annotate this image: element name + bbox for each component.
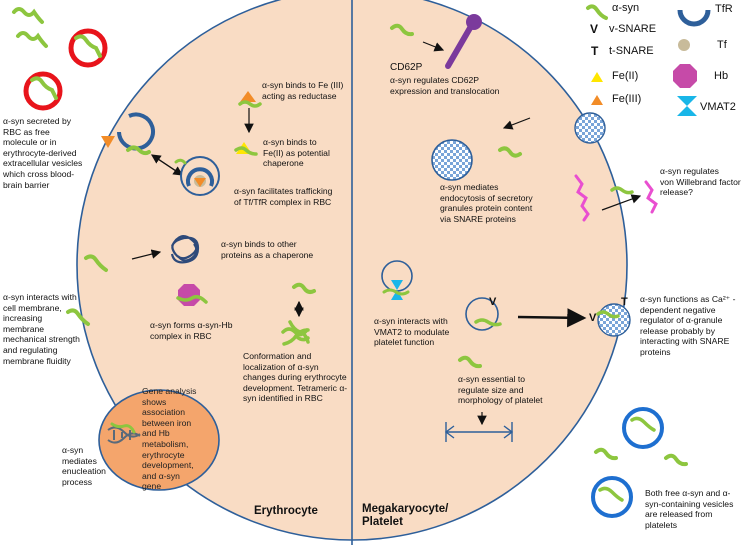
legend-asyn-icon bbox=[586, 4, 608, 20]
label-released: Both free α-syn and α- syn-containing ve… bbox=[645, 488, 734, 530]
asyn-icon bbox=[66, 308, 90, 326]
granule-icon bbox=[574, 112, 606, 144]
granule-icon bbox=[431, 139, 473, 181]
legend-tsnare-symbol: T bbox=[591, 44, 599, 58]
nucleus bbox=[98, 389, 220, 491]
label-cd62p: α-syn regulates CD62P expression and tra… bbox=[390, 75, 500, 96]
label-endocytosis: α-syn mediates endocytosis of secretory … bbox=[440, 182, 533, 224]
legend-fe2: Fe(II) bbox=[612, 70, 639, 82]
legend-fe3: Fe(III) bbox=[612, 93, 642, 105]
label-conformation: Conformation and localization of α-syn c… bbox=[243, 351, 348, 404]
tfr-icon bbox=[186, 167, 214, 187]
arrow bbox=[422, 41, 445, 52]
granule-vsnare-label: V bbox=[589, 312, 597, 324]
asyn-icon bbox=[74, 34, 102, 58]
no-sign-icon bbox=[23, 71, 63, 111]
label-cd62p-title: CD62P bbox=[390, 62, 423, 73]
asyn-icon bbox=[84, 254, 108, 272]
asyn-icon bbox=[12, 7, 44, 24]
asyn-icon bbox=[390, 23, 414, 37]
legend-asyn: α-syn bbox=[612, 2, 640, 14]
label-fe2: α-syn binds to Fe(II) as potential chape… bbox=[263, 137, 330, 169]
asyn-icon bbox=[110, 422, 136, 434]
label-trafficking: α-syn facilitates trafficking of Tf/TfR … bbox=[234, 186, 333, 207]
granule-tsnare-label: T bbox=[621, 296, 628, 308]
legend-tf: Tf bbox=[717, 39, 727, 51]
legend-tsnare: t-SNARE bbox=[609, 45, 654, 57]
released-vesicle-icon bbox=[591, 476, 633, 518]
label-calcium: α-syn functions as Ca²⁺ - dependent nega… bbox=[640, 294, 736, 357]
granule-icon bbox=[597, 303, 631, 337]
legend-fe2-icon bbox=[591, 72, 603, 82]
asyn-icon bbox=[234, 146, 258, 156]
asyn-icon bbox=[664, 453, 688, 467]
vwf-icon bbox=[574, 174, 658, 222]
arrow bbox=[517, 308, 587, 328]
asyn-icon bbox=[238, 100, 262, 108]
fe3-icon bbox=[240, 91, 256, 102]
asyn-icon bbox=[630, 416, 656, 432]
asyn-icon bbox=[126, 145, 151, 156]
label-hb: α-syn forms α-syn-Hb complex in RBC bbox=[150, 320, 233, 341]
legend-vsnare: v-SNARE bbox=[609, 23, 657, 35]
label-vmat2: α-syn interacts with VMAT2 to modulate p… bbox=[374, 316, 450, 348]
legend-tfr: TfR bbox=[715, 3, 733, 15]
arrow bbox=[151, 154, 183, 176]
legend-tf-icon bbox=[678, 39, 690, 51]
legend-vmat2: VMAT2 bbox=[700, 101, 736, 113]
label-membrane: α-syn interacts with cell membrane, incr… bbox=[3, 292, 80, 366]
tetramer-icon bbox=[281, 320, 310, 346]
legend-hb: Hb bbox=[714, 70, 729, 82]
label-gene: Gene analysis shows association between … bbox=[142, 386, 197, 492]
arrow bbox=[131, 249, 162, 260]
megakaryocyte-title: Megakaryocyte/ Platelet bbox=[362, 503, 449, 528]
granule-vsnare-label: V bbox=[489, 296, 497, 308]
legend-vsnare-symbol: V bbox=[590, 22, 599, 36]
legend-vmat2-icon bbox=[677, 106, 697, 116]
label-fe3: α-syn binds to Fe (III) acting as reduct… bbox=[262, 80, 344, 101]
asyn-icon bbox=[176, 294, 208, 304]
asyn-icon bbox=[16, 31, 48, 48]
label-secreted: α-syn secreted by RBC as free molecule o… bbox=[3, 116, 83, 190]
asyn-icon bbox=[382, 288, 410, 296]
asyn-icon bbox=[30, 76, 58, 100]
fe3-icon bbox=[194, 178, 206, 187]
label-vwf: α-syn regulates von Willebrand factor re… bbox=[660, 166, 741, 198]
arrow bbox=[502, 117, 531, 130]
cd62p-icon bbox=[445, 25, 473, 69]
no-sign-icon bbox=[68, 28, 108, 68]
asyn-icon bbox=[458, 355, 482, 369]
asyn-icon bbox=[596, 310, 620, 319]
tangled-protein-icon bbox=[170, 235, 200, 264]
released-vesicle-icon bbox=[622, 407, 664, 449]
legend-tfr-icon bbox=[677, 9, 711, 27]
legend-fe3-icon bbox=[591, 95, 603, 105]
vmat2-icon bbox=[391, 290, 403, 300]
asyn-icon bbox=[610, 186, 634, 195]
cd62p-icon bbox=[466, 14, 482, 30]
label-chaperone: α-syn binds to other proteins as a chape… bbox=[221, 239, 314, 260]
asyn-icon bbox=[292, 282, 316, 294]
label-size: α-syn essential to regulate size and mor… bbox=[458, 374, 543, 406]
asyn-icon bbox=[498, 146, 522, 158]
tfr-icon bbox=[117, 112, 155, 151]
size-bar bbox=[444, 425, 514, 439]
asyn-icon bbox=[474, 318, 502, 327]
legend-hb-icon bbox=[673, 64, 697, 88]
asyn-icon bbox=[174, 158, 187, 165]
asyn-icon bbox=[594, 447, 618, 461]
arrow bbox=[601, 194, 642, 211]
fe3-icon bbox=[101, 136, 115, 148]
legend-vmat2-icon bbox=[677, 96, 697, 106]
vmat2-icon bbox=[391, 280, 403, 290]
erythrocyte-title: Erythrocyte bbox=[254, 505, 318, 517]
dna-icon bbox=[107, 426, 141, 444]
label-enucleation: α-syn mediates enucleation process bbox=[62, 445, 106, 487]
asyn-icon bbox=[598, 486, 624, 502]
